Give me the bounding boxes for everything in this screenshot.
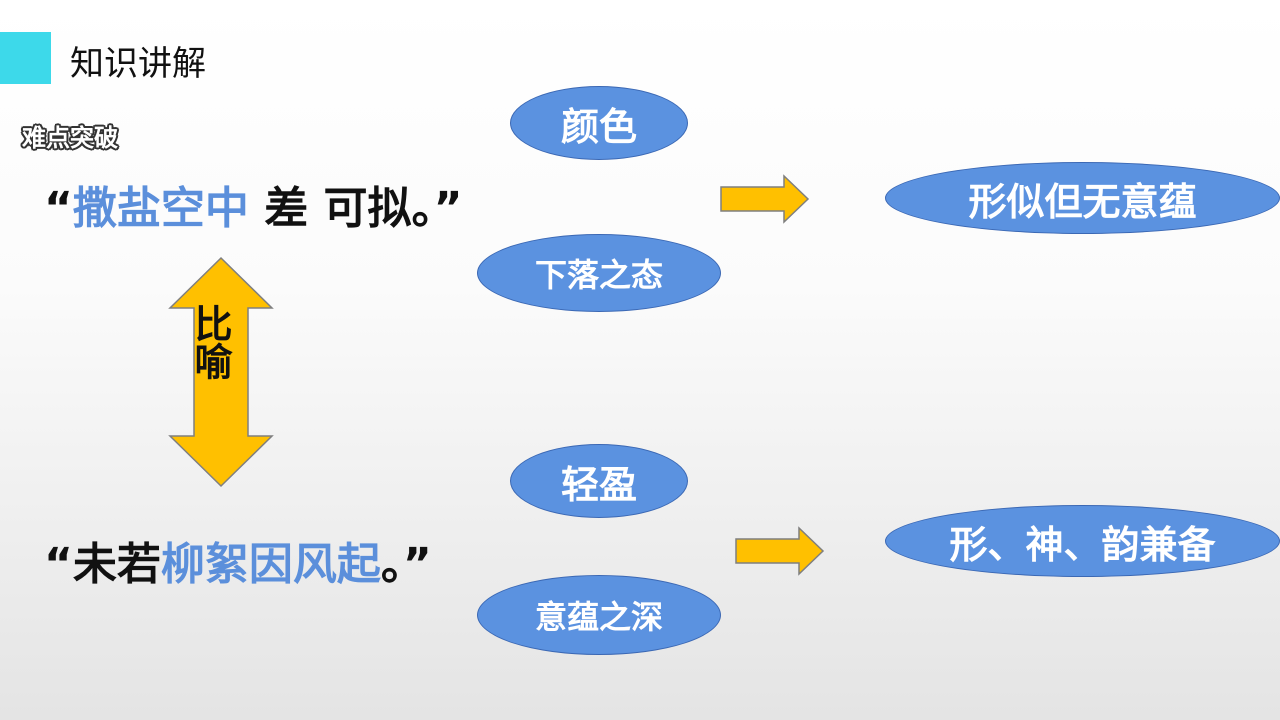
title-accent-bar bbox=[0, 32, 51, 84]
quote-highlight: 撒盐空中 bbox=[72, 183, 249, 234]
oval-depth-of-meaning: 意蕴之深 bbox=[477, 575, 721, 655]
oval-result-form-only: 形似但无意蕴 bbox=[885, 162, 1280, 234]
oval-color: 颜色 bbox=[510, 86, 688, 160]
oval-result-form-spirit-charm: 形、神、韵兼备 bbox=[885, 505, 1280, 577]
oval-falling-state: 下落之态 bbox=[477, 234, 721, 312]
quote-rest: 差 可拟。 bbox=[248, 183, 434, 234]
oval-lightness: 轻盈 bbox=[510, 444, 688, 518]
arrow-right-icon bbox=[735, 526, 825, 576]
quote-lead: 未若 bbox=[72, 539, 161, 590]
rhetoric-label: 比喻 bbox=[188, 304, 232, 380]
quote-highlight: 柳絮因风起 bbox=[160, 539, 381, 590]
quote-close-mark: ” bbox=[402, 539, 432, 590]
quote-willow-catkins: “未若柳絮因风起。” bbox=[44, 528, 432, 592]
quote-sprinkle-salt: “撒盐空中 差 可拟。” bbox=[44, 172, 462, 236]
section-label: 难点突破 bbox=[22, 124, 118, 152]
quote-open-mark: “ bbox=[44, 539, 73, 590]
arrow-right-icon bbox=[720, 174, 810, 224]
double-arrow-icon bbox=[168, 256, 274, 488]
quote-close-mark: ” bbox=[433, 183, 463, 234]
quote-open-mark: “ bbox=[44, 183, 73, 234]
quote-period: 。 bbox=[380, 539, 403, 590]
page-title: 知识讲解 bbox=[70, 44, 206, 84]
